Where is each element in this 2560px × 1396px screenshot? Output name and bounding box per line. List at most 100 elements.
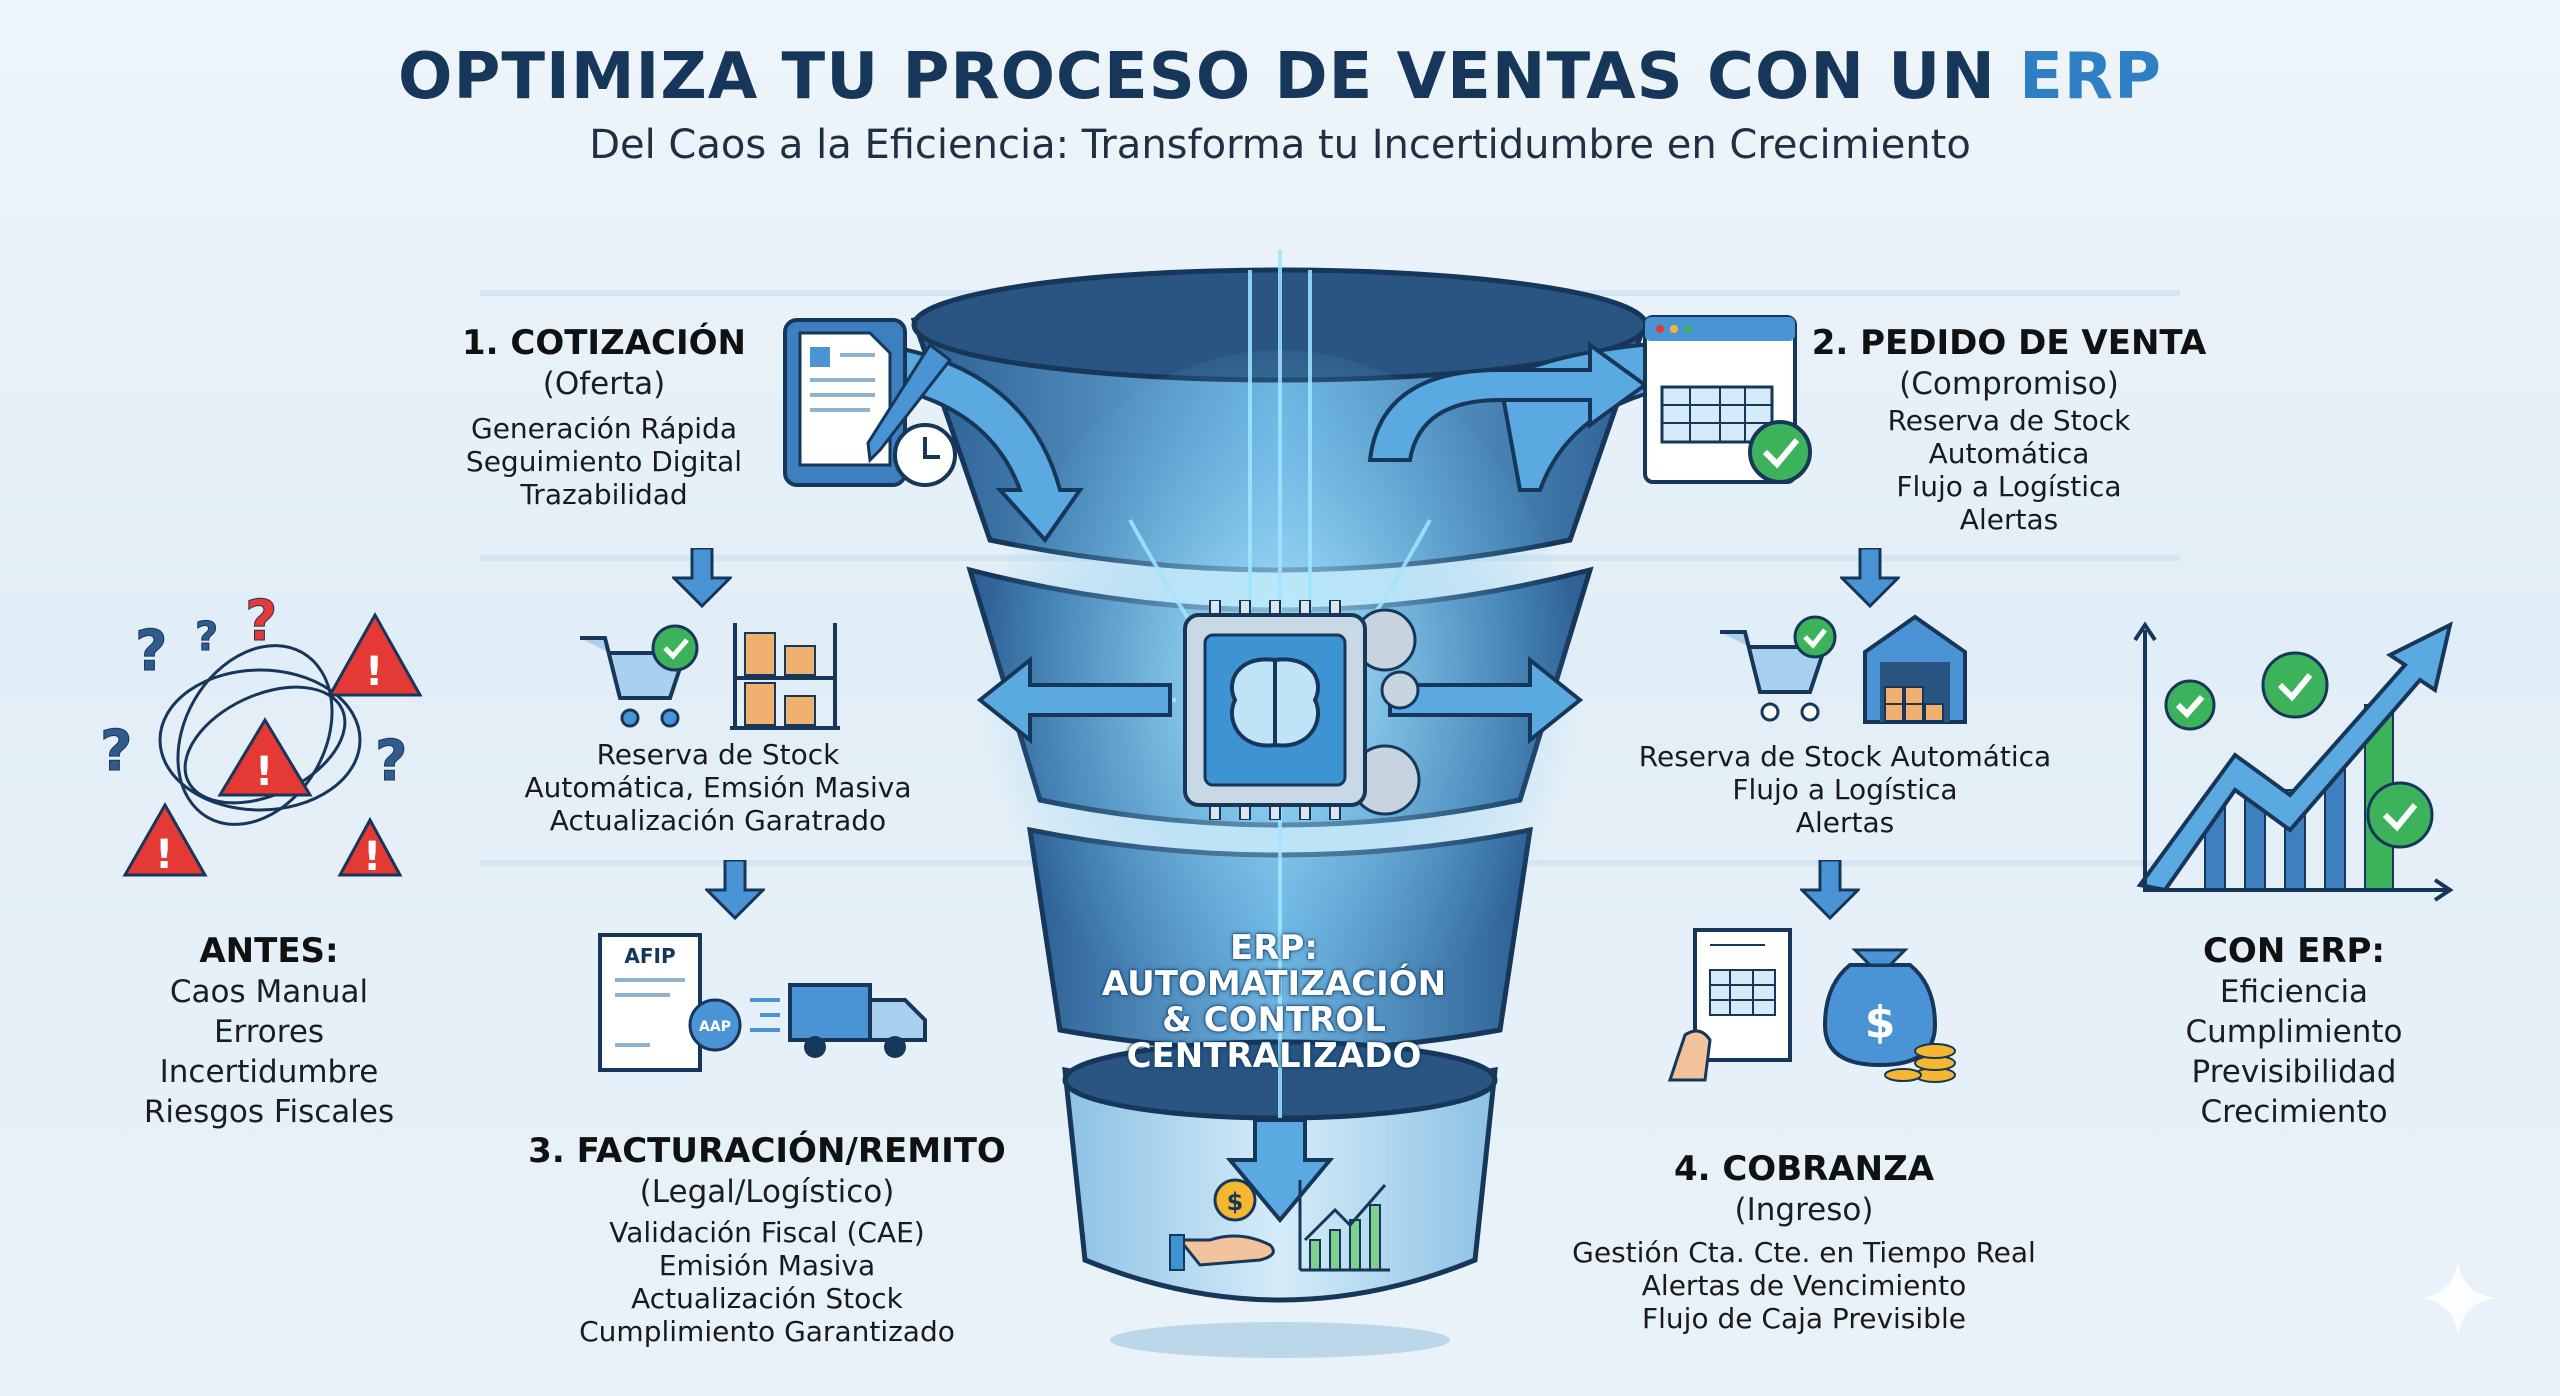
title-text: OPTIMIZA TU PROCESO DE VENTAS CON UN — [398, 40, 1996, 114]
after-item: Cumplimiento — [2185, 1014, 2403, 1050]
sales-order-window-icon — [1643, 315, 1812, 484]
detail-item: Flujo a Logística — [1732, 773, 1958, 806]
step-cobranza: 4. COBRANZA (Ingreso) Gestión Cta. Cte. … — [1572, 1148, 2036, 1335]
growth-chart-icon — [2133, 621, 2454, 902]
warning-icon — [122, 611, 423, 877]
hand-icon — [1667, 1029, 1712, 1082]
after-item: Eficiencia — [2219, 974, 2369, 1010]
page-subtitle: Del Caos a la Eficiencia: Transforma tu … — [589, 122, 1971, 168]
invoice-truck-icons: AFIP AAP — [598, 933, 927, 1072]
right-middle-text: Reserva de Stock Automática Flujo a Logí… — [1639, 740, 2051, 839]
cart-shelf-icons — [580, 623, 840, 730]
svg-text:?: ? — [195, 614, 218, 660]
step-subtitle: (Legal/Logístico) — [639, 1174, 895, 1210]
arrow-down-icon — [705, 860, 765, 920]
step-title: 3. FACTURACIÓN/REMITO — [528, 1131, 1006, 1171]
seal-label: AAP — [699, 1019, 731, 1035]
svg-text:?: ? — [135, 619, 167, 684]
payment-growth-icons: $ — [1169, 1178, 1390, 1272]
hand-icon — [1176, 1234, 1275, 1267]
step-item: Alertas de Vencimiento — [1641, 1269, 1967, 1302]
svg-text:!: ! — [255, 749, 273, 795]
step-item: Seguimiento Digital — [465, 445, 743, 478]
invoice-money-icons: $ — [1667, 928, 1956, 1083]
step-item: Flujo de Caja Previsible — [1642, 1302, 1966, 1335]
cart-warehouse-icons — [1720, 614, 1967, 724]
page-title: OPTIMIZA TU PROCESO DE VENTAS CON UN ERP — [0, 40, 2560, 114]
after-item: Previsibilidad — [2191, 1054, 2397, 1090]
coin-symbol: $ — [1227, 1188, 1244, 1216]
chaos-icon: !!!! ????? — [100, 590, 423, 880]
seal-icon — [688, 998, 742, 1052]
step-cotizacion: 1. COTIZACIÓN (Oferta) Generación Rápida… — [462, 322, 746, 511]
detail-item: Actualización Garatrado — [549, 804, 887, 837]
afip-label: AFIP — [624, 944, 675, 968]
step-item: Trazabilidad — [520, 478, 688, 511]
step-item: Emisión Masiva — [658, 1249, 876, 1282]
after-heading: CON ERP: — [2202, 931, 2386, 971]
svg-text:!: ! — [365, 649, 383, 695]
step-subtitle: (Ingreso) — [1734, 1192, 1874, 1228]
flow-arrow-right — [1367, 341, 1649, 462]
step-facturacion: 3. FACTURACIÓN/REMITO (Legal/Logístico) … — [528, 1130, 1006, 1348]
step-item: Validación Fiscal (CAE) — [609, 1216, 925, 1249]
erp-line: & CONTROL — [1162, 1000, 1386, 1040]
before-item: Errores — [213, 1014, 325, 1050]
sparkle-icon — [2420, 1260, 2496, 1336]
step-item: Cumplimiento Garantizado — [579, 1315, 955, 1348]
check-icon — [2164, 651, 2434, 849]
step-item: Automática — [1928, 437, 2090, 470]
erp-funnel — [880, 250, 1680, 1358]
erp-line: CENTRALIZADO — [1126, 1036, 1422, 1076]
step-item: Reserva de Stock — [1887, 404, 2131, 437]
step-item: Gestión Cta. Cte. en Tiempo Real — [1572, 1236, 2036, 1269]
erp-center-label: ERP: AUTOMATIZACIÓN & CONTROL CENTRALIZA… — [1102, 930, 1446, 1074]
detail-item: Reserva de Stock — [596, 738, 840, 771]
arrow-down-icon — [672, 548, 732, 608]
svg-text:?: ? — [375, 729, 407, 794]
before-item: Riesgos Fiscales — [143, 1094, 395, 1130]
before-item: Caos Manual — [169, 974, 369, 1010]
step-title: 2. PEDIDO DE VENTA — [1811, 323, 2207, 363]
step-item: Flujo a Logística — [1896, 470, 2122, 503]
erp-line: AUTOMATIZACIÓN — [1101, 964, 1447, 1004]
step-title: 1. COTIZACIÓN — [461, 323, 747, 363]
step-subtitle: (Compromiso) — [1899, 366, 2119, 402]
svg-text:?: ? — [245, 590, 277, 654]
before-heading: ANTES: — [199, 931, 339, 971]
step-item: Alertas — [1959, 503, 2059, 536]
coin-icon — [1213, 1178, 1257, 1222]
truck-icon — [750, 983, 927, 1058]
question-icon: ????? — [100, 590, 408, 795]
before-summary: ANTES: Caos Manual Errores Incertidumbre… — [144, 930, 394, 1132]
detail-item: Alertas — [1795, 806, 1895, 839]
afip-document-icon — [598, 933, 702, 1072]
step-pedido-venta: 2. PEDIDO DE VENTA (Compromiso) Reserva … — [1812, 322, 2207, 536]
before-item: Incertidumbre — [159, 1054, 379, 1090]
quote-document-icon — [783, 318, 957, 487]
arrow-down-icon — [1840, 548, 1900, 608]
money-bag-icon — [1822, 963, 1938, 1068]
step-item: Generación Rápida — [470, 412, 737, 445]
title-accent: ERP — [2019, 40, 2162, 114]
pen-icon — [866, 342, 953, 464]
step-title: 4. COBRANZA — [1673, 1149, 1935, 1189]
erp-line: ERP: — [1230, 928, 1318, 968]
svg-text:!: ! — [363, 834, 381, 880]
left-middle-text: Reserva de Stock Automática, Emsión Masi… — [524, 738, 911, 837]
ai-chip-brain-icon — [1183, 600, 1421, 820]
check-icon — [651, 624, 699, 672]
arrow-down-icon — [1800, 860, 1860, 920]
bar-chart-icon — [1309, 1204, 1381, 1271]
detail-item: Reserva de Stock Automática — [1638, 740, 2052, 773]
svg-text:$: $ — [1865, 997, 1896, 1048]
svg-text:!: ! — [155, 832, 173, 878]
warehouse-icon — [1863, 614, 1967, 724]
svg-text:?: ? — [100, 719, 132, 784]
step-item: Actualización Stock — [631, 1282, 903, 1315]
detail-item: Automática, Emsión Masiva — [524, 771, 912, 804]
step-subtitle: (Oferta) — [542, 366, 666, 402]
after-summary: CON ERP: Eficiencia Cumplimiento Previsi… — [2185, 930, 2402, 1132]
after-item: Crecimiento — [2200, 1094, 2388, 1130]
check-icon — [1793, 615, 1837, 659]
